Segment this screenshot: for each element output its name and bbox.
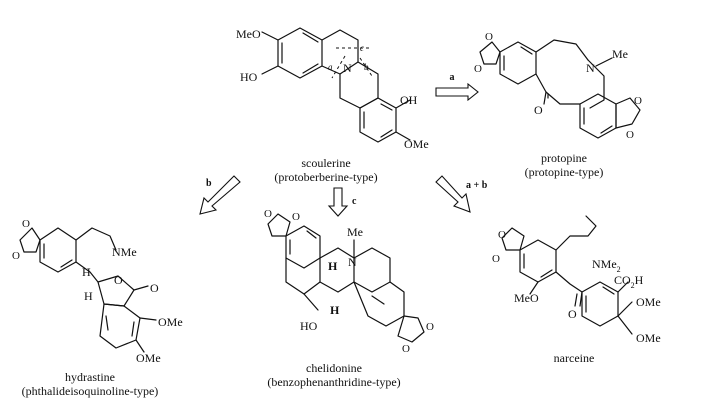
protopine-type-label: (protopine-type) (525, 165, 604, 179)
hydrastine-o1-label: O (22, 218, 30, 230)
chelidonine-o1-label: O (264, 208, 272, 220)
protopine-keto-o-label: O (534, 103, 543, 117)
scoulerine-nitrogen-label: N (343, 61, 352, 75)
chelidonine-o3-label: O (426, 321, 434, 333)
chelidonine-o2-label: O (292, 211, 300, 223)
arrow-b: b (199, 175, 241, 215)
hydrastine-ring-o-label: O (114, 273, 123, 287)
scoulerine-site-b-label: b (364, 62, 369, 72)
hydrastine-ome2-label: OMe (136, 351, 161, 365)
protopine-o1-label: O (485, 31, 493, 43)
narceine-ome1-label: OMe (636, 295, 661, 309)
narceine-o2-label: O (492, 253, 500, 265)
arrow-a-label: a (450, 72, 455, 83)
hydrastine-structure: O O NMe H H O O OMe OMe hydrastine (phth… (12, 218, 183, 398)
narceine-name-label: narceine (554, 351, 595, 365)
scoulerine-site-c-label: c (360, 43, 364, 53)
protopine-name-label: protopine (541, 151, 587, 165)
hydrastine-ome1-label: OMe (158, 315, 183, 329)
chelidonine-name-label: chelidonine (306, 361, 362, 375)
chelidonine-ho-label: HO (300, 319, 318, 333)
scoulerine-site-a-label: a (328, 62, 333, 72)
arrow-c-label: c (352, 196, 357, 207)
narceine-keto-o-label: O (568, 307, 577, 321)
narceine-meo-label: MeO (514, 291, 539, 305)
arrow-b-label: b (206, 178, 212, 189)
chelidonine-methyl-label: Me (347, 225, 363, 239)
scoulerine-oh-left-label: HO (240, 70, 258, 84)
scoulerine-oh-right-label: OH (400, 93, 418, 107)
scoulerine-type-label: (protoberberine-type) (274, 170, 377, 184)
arrow-c: c (327, 187, 357, 217)
scoulerine-structure: MeO HO N a b c OH OMe scoulerine (protob… (236, 27, 429, 184)
hydrastine-nme-label: NMe (112, 245, 137, 259)
hydrastine-type-label: (phthalideisoquinoline-type) (22, 384, 159, 398)
hydrastine-h1-label: H (82, 265, 91, 279)
arrow-a-plus-b: a + b (435, 175, 488, 213)
protopine-o3-label: O (634, 95, 642, 107)
chelidonine-h2-label: H (330, 303, 340, 317)
hydrastine-keto-o-label: O (150, 281, 159, 295)
narceine-nme2-label: NMe2 (592, 257, 621, 274)
hydrastine-o2-label: O (12, 250, 20, 262)
protopine-o4-label: O (626, 129, 634, 141)
arrow-ab-label: a + b (466, 180, 488, 191)
narceine-structure: O O NMe2 CO2H OMe OMe MeO O narceine (492, 215, 661, 365)
arrow-a: a (435, 72, 479, 102)
chelidonine-nitrogen-label: N (348, 255, 357, 269)
narceine-o1-label: O (498, 229, 506, 241)
hydrastine-name-label: hydrastine (65, 370, 115, 384)
hydrastine-h2-label: H (84, 289, 93, 303)
chelidonine-structure: O O Me N H H HO O O chelidonine (benzoph… (264, 208, 434, 389)
protopine-structure: O O N Me O O O protopine (protopine-type… (474, 31, 642, 179)
chelidonine-h1-label: H (328, 259, 338, 273)
scoulerine-ome-top-label: MeO (236, 27, 261, 41)
chelidonine-o4-label: O (402, 343, 410, 355)
narceine-co2h-label: CO2H (614, 273, 644, 290)
protopine-nitrogen-label: N (586, 61, 595, 75)
scoulerine-ome-right-label: OMe (404, 137, 429, 151)
scoulerine-name-label: scoulerine (301, 156, 350, 170)
protopine-o2-label: O (474, 63, 482, 75)
protopine-methyl-label: Me (612, 47, 628, 61)
chelidonine-type-label: (benzophenanthridine-type) (267, 375, 400, 389)
narceine-ome2-label: OMe (636, 331, 661, 345)
